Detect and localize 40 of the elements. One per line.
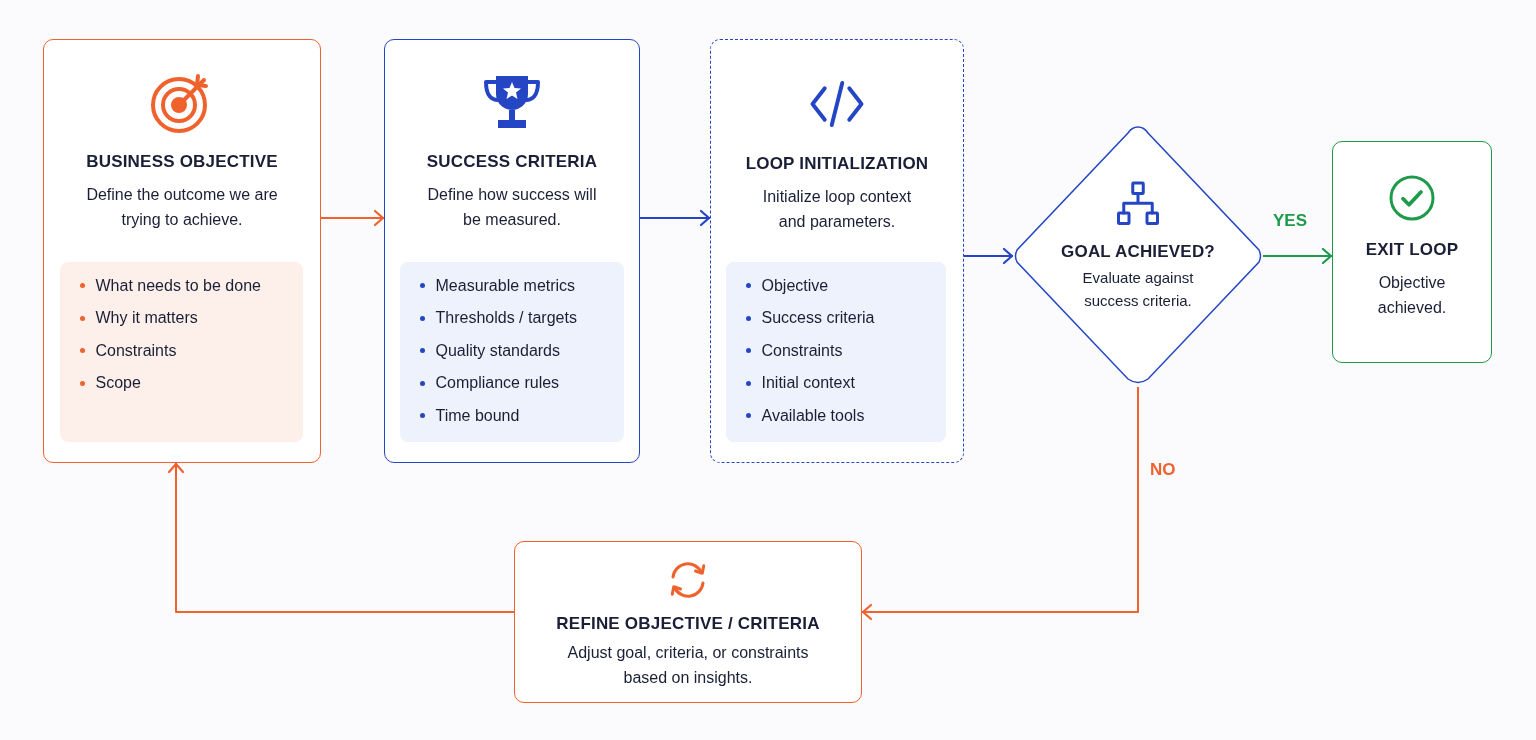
process-card <box>514 541 862 703</box>
list-item: Thresholds / targets <box>435 308 577 328</box>
list-item: Initial context <box>761 373 855 393</box>
node-title: LOOP INITIALIZATION <box>745 154 929 174</box>
list-item: Constraints <box>95 340 177 361</box>
list-item: Success criteria <box>761 308 875 328</box>
node-description: Define the outcome we are trying to achieve. <box>85 185 279 230</box>
list-item: Compliance rules <box>435 373 560 393</box>
list-item: What needs to be done <box>95 275 261 296</box>
node-description: Objective achieved. <box>1376 273 1448 318</box>
arrow <box>639 209 711 227</box>
list-item: Constraints <box>761 340 843 361</box>
checklist-panel <box>725 261 946 442</box>
process-card <box>1332 141 1492 363</box>
list-item: Time bound <box>435 405 520 426</box>
list-item: Objective <box>761 275 829 296</box>
arrow <box>861 386 1139 621</box>
arrow <box>963 247 1014 265</box>
list-item: Quality standards <box>435 340 560 361</box>
arrow <box>320 209 385 227</box>
dashed-process-card <box>710 39 964 463</box>
checklist-panel <box>59 261 303 442</box>
list-item: Available tools <box>761 405 865 426</box>
node-description: Evaluate against success criteria. <box>1081 268 1195 311</box>
node-title: SUCCESS CRITERIA <box>426 152 598 172</box>
arrow <box>167 462 515 613</box>
checklist-panel <box>399 261 624 442</box>
node-title: REFINE OBJECTIVE / CRITERIA <box>556 614 820 634</box>
node-title: GOAL ACHIEVED? <box>1061 242 1215 262</box>
node-description: Adjust goal, criteria, or constraints based on insights. <box>566 643 810 688</box>
node-title: BUSINESS OBJECTIVE <box>86 152 278 172</box>
process-card <box>43 39 321 463</box>
node-title: EXIT LOOP <box>1365 240 1459 260</box>
node-description: Initialize loop context and parameters. <box>761 187 913 232</box>
node-description: Define how success will be measured. <box>427 185 597 230</box>
list-item: Scope <box>95 373 141 393</box>
arrow <box>1262 247 1333 265</box>
list-item: Why it matters <box>95 308 198 328</box>
list-item: Measurable metrics <box>435 275 576 296</box>
process-card <box>384 39 640 463</box>
